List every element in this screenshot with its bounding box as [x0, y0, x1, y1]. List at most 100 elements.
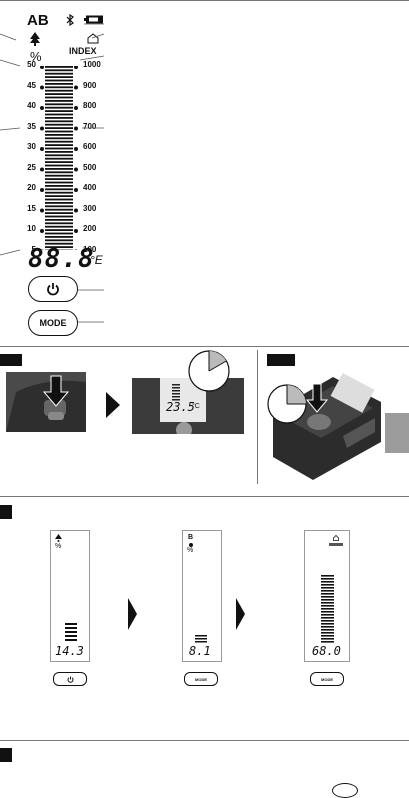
- scale-tick: [74, 249, 78, 250]
- rule-section-b: [0, 346, 409, 347]
- screen-3-mode-button[interactable]: MODE: [310, 672, 344, 686]
- timer-clock-2-icon: [267, 384, 307, 424]
- scale-tick: [74, 126, 78, 131]
- screen-3-segment: [321, 605, 334, 607]
- lcd-segment: [45, 219, 73, 221]
- lcd-segment: [45, 195, 73, 197]
- screen-3-segment: [321, 626, 334, 628]
- screen-2-mode-letter: B: [188, 534, 194, 541]
- screen-3-segment: [321, 614, 334, 616]
- lcd-segment: [45, 100, 73, 102]
- right-scale-label: 700: [83, 121, 97, 131]
- arrow-right-icon: [106, 392, 120, 418]
- language-oval-icon: [332, 783, 358, 798]
- screen-3-mode-label: MODE: [321, 676, 333, 682]
- screen-3-segment: [321, 590, 334, 592]
- left-scale-label: 25: [27, 162, 36, 172]
- right-scale-label: 500: [83, 162, 97, 172]
- lcd-segment: [45, 120, 73, 123]
- lcd-segment: [45, 236, 73, 238]
- screen-3-segment: [321, 635, 334, 637]
- lcd-segment: [45, 157, 73, 160]
- scale-tick: [74, 208, 78, 213]
- screen-3-segment: [321, 602, 334, 604]
- lcd-segment: [45, 232, 73, 235]
- scale-tick: [74, 147, 78, 151]
- screen-3-segment: [321, 587, 334, 589]
- left-scale-label: 20: [27, 183, 36, 192]
- screen-3-segment: [321, 596, 334, 598]
- screen-1-power-button[interactable]: [53, 672, 87, 686]
- screen-3-segment: [321, 578, 334, 580]
- arrow-right-3-icon: [236, 598, 245, 630]
- scale-tick: [40, 167, 44, 172]
- lcd-segment: [45, 123, 73, 126]
- lcd-segment: [45, 140, 73, 143]
- scale-tick: [40, 85, 44, 90]
- right-scale-label: 400: [83, 183, 97, 192]
- lcd-segment: [45, 185, 73, 187]
- screen-3-segment: [321, 641, 334, 643]
- right-scale-label: 600: [83, 142, 97, 151]
- screen-3-segment: [321, 593, 334, 595]
- house-icon: [87, 33, 99, 44]
- scale-tick: [40, 188, 44, 192]
- scale-tick: [74, 66, 78, 69]
- scale-tick: [40, 147, 44, 151]
- screen-1-bars: [65, 623, 77, 641]
- mode-button-label: MODE: [39, 318, 67, 328]
- section-c-marker: [0, 505, 12, 519]
- right-scale-label: 800: [83, 101, 97, 110]
- scale-tick: [40, 229, 44, 233]
- screen-3-segment: [321, 632, 334, 634]
- screen-3-segment: [321, 608, 334, 610]
- lcd-segment: [45, 205, 73, 208]
- screen-3-segment: [321, 611, 334, 613]
- scale-tick: [40, 249, 44, 250]
- screen-2-mode-button[interactable]: MODE: [184, 672, 218, 686]
- lcd-segment: [45, 188, 73, 191]
- screen-2-unit: %: [187, 547, 194, 554]
- left-scale-label: 45: [27, 80, 36, 90]
- lcd-segment: [45, 246, 73, 248]
- lcd-segment: [45, 178, 73, 180]
- screen-3-segment: [321, 623, 334, 625]
- section-d-marker: [0, 748, 12, 762]
- right-scale-label: 200: [83, 224, 97, 233]
- left-scale-label: 15: [27, 203, 36, 213]
- lcd-segment: [45, 151, 73, 153]
- lcd-segment: [45, 222, 73, 225]
- tree-icon: [29, 32, 41, 46]
- section-b-marker: [0, 354, 22, 366]
- lcd-segment: [45, 106, 73, 109]
- screen-2-dot-icon: [189, 543, 193, 547]
- lcd-segment: [45, 202, 73, 204]
- scale-tick: [40, 208, 44, 213]
- screen-3-house-icon: [333, 535, 339, 541]
- scale-tick: [40, 106, 44, 110]
- left-scale-label: 50: [27, 60, 36, 69]
- scale-tick: [74, 106, 78, 110]
- display-reading: 23.5: [166, 400, 195, 414]
- lcd-segment: [45, 113, 73, 116]
- lcd-segment: [45, 164, 73, 167]
- scale-tick: [74, 85, 78, 90]
- arrow-right-2-icon: [128, 598, 137, 630]
- lcd-segment: [45, 127, 73, 129]
- screen-1-reading: 14.3: [55, 644, 84, 658]
- screen-3-bars: [321, 575, 334, 643]
- lcd-segment: [45, 86, 73, 89]
- scale-tick: [40, 126, 44, 131]
- lcd-segment: [45, 198, 73, 201]
- lcd-bar-stack: [40, 66, 78, 250]
- lcd-segment: [45, 242, 73, 245]
- screen-2-reading: 8.1: [189, 644, 211, 658]
- power-button[interactable]: [28, 276, 78, 302]
- mode-button[interactable]: MODE: [28, 310, 78, 336]
- screen-1: % 14.3: [50, 530, 90, 662]
- screen-1-unit: %: [55, 543, 62, 550]
- lcd-segment: [45, 161, 73, 163]
- section-b-divider: [257, 350, 258, 484]
- section-b2-marker: [267, 354, 295, 366]
- lcd-segment: [45, 215, 73, 218]
